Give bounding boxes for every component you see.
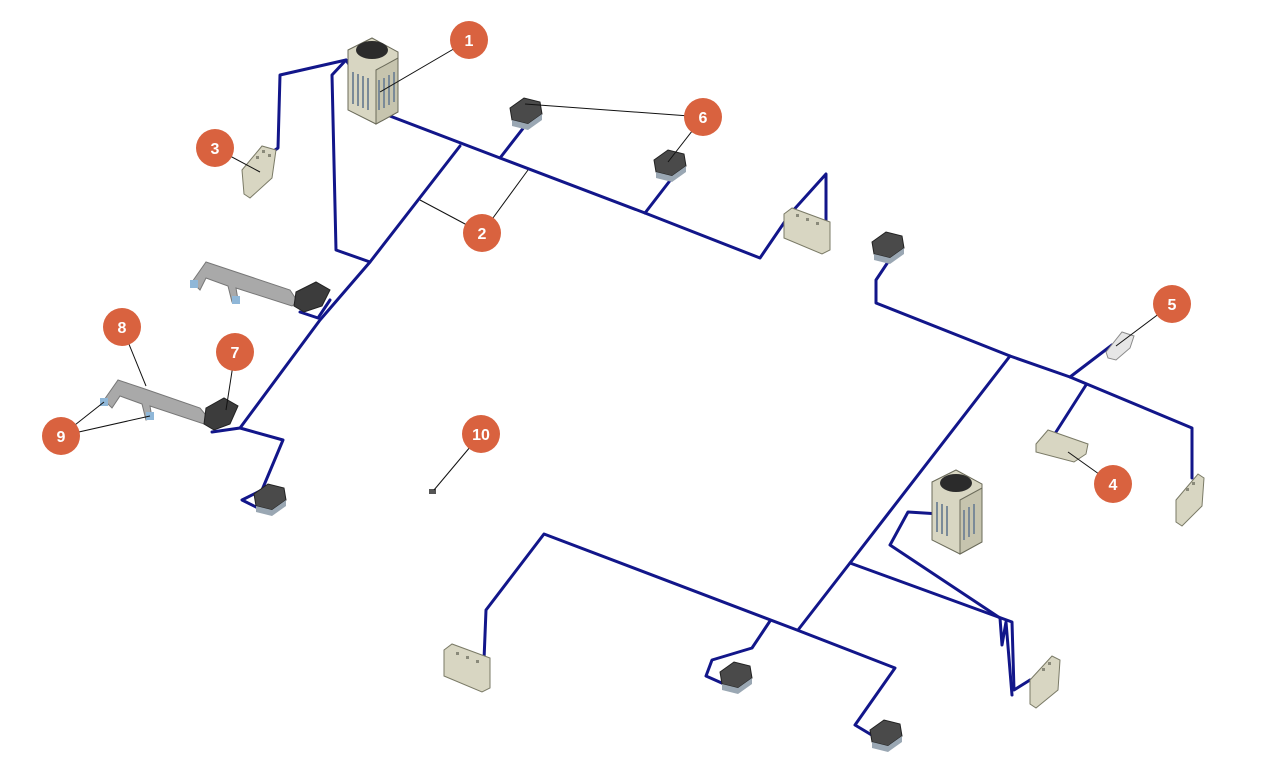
cassette-unit-6a: [509, 97, 543, 130]
callout-2-label: 2: [478, 226, 487, 243]
wall-unit-right: [1175, 473, 1205, 527]
callout-2: 2: [463, 214, 501, 252]
wall-unit-bottom-right: [1029, 655, 1061, 709]
pipe-top-main: [380, 111, 828, 260]
callout-8-label: 8: [118, 320, 127, 337]
outdoor-unit-top: [347, 37, 399, 125]
refrigerant-piping: [210, 58, 1194, 742]
callout-4: 4: [1094, 465, 1132, 503]
cassette-unit-bottom-b: [869, 719, 903, 752]
callout-1-label: 1: [465, 33, 474, 50]
callout-10-label: 10: [472, 427, 490, 444]
wall-unit-top-right: [783, 207, 831, 255]
callout-7: 7: [216, 333, 254, 371]
control-unit-5: [1105, 331, 1135, 361]
callout-6: 6: [684, 98, 722, 136]
callout-3-label: 3: [211, 141, 220, 158]
pipe-bottom-main: [482, 532, 897, 742]
callout-5-label: 5: [1168, 297, 1177, 314]
callout-4-label: 4: [1109, 477, 1118, 494]
control-unit-4: [1035, 429, 1089, 463]
pipe-right-to-unit-4: [1054, 383, 1088, 434]
callout-1: 1: [450, 21, 488, 59]
cassette-unit-lower-left: [253, 483, 287, 516]
cassette-unit-6b: [653, 149, 687, 182]
pipe-right-outdoor-loop: [888, 510, 1014, 697]
callout-9-label: 9: [57, 429, 66, 446]
callout-8: 8: [103, 308, 141, 346]
callouts: 1 2 3 4 5 6 7 8: [42, 21, 1191, 503]
callout-3: 3: [196, 129, 234, 167]
pipe-bottom-to-cassette: [704, 619, 772, 686]
callout-7-label: 7: [231, 345, 240, 362]
pipe-right-to-unit-5: [1068, 343, 1114, 379]
cassette-unit-top-right: [871, 231, 905, 264]
thermostat-10: [429, 489, 436, 494]
pipe-right-main: [874, 260, 1194, 480]
callout-6-label: 6: [699, 110, 708, 127]
outdoor-unit-right: [931, 469, 983, 555]
pipe-branch-duct-upper: [298, 298, 332, 320]
ducted-unit-upper: [190, 261, 331, 313]
callout-9: 9: [42, 417, 80, 455]
cassette-unit-bottom-a: [719, 661, 753, 694]
wall-unit-bottom-left: [443, 643, 491, 693]
pipe-branch-to-cassette-6b: [643, 176, 674, 215]
duct-plenum-8: [103, 379, 211, 425]
callout-10: 10: [462, 415, 500, 453]
callout-5: 5: [1153, 285, 1191, 323]
pipe-bottom-to-right-wall: [848, 561, 1032, 692]
equipment: [100, 37, 1205, 752]
pipe-branch-diagonal: [210, 144, 462, 434]
ducted-unit-7: [100, 379, 239, 431]
